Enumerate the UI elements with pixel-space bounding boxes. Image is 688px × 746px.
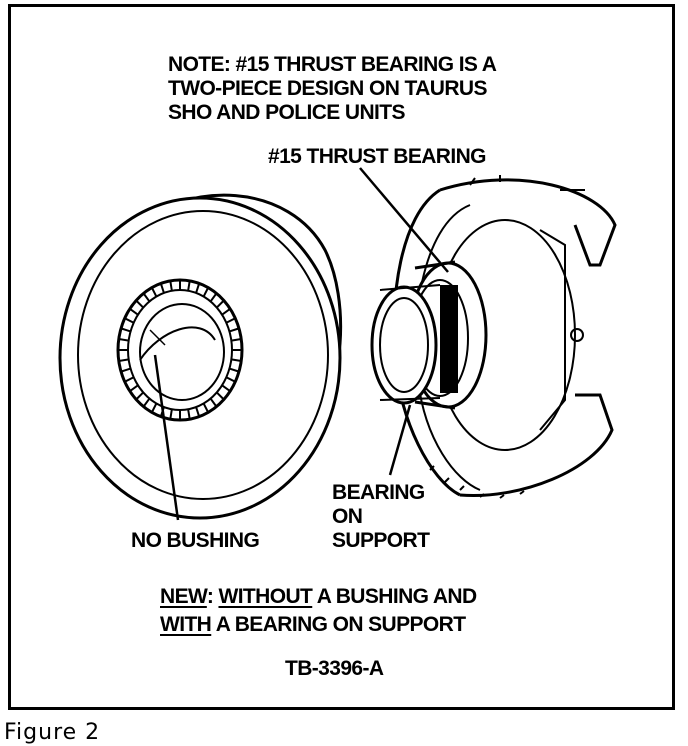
- spline-tooth: [221, 384, 231, 392]
- summary-line-1: NEW: WITHOUT A BUSHING AND: [160, 584, 477, 610]
- spline-tooth: [231, 338, 242, 342]
- splined-hub: [116, 278, 244, 422]
- leader-lines: [153, 167, 449, 521]
- spline-tooth: [150, 403, 158, 413]
- no-bushing-leader: [153, 354, 180, 521]
- part-number: TB-3396-A: [285, 657, 384, 680]
- spline-tooth: [187, 280, 191, 291]
- spline-tooth: [216, 299, 225, 309]
- spline-tooth: [124, 376, 135, 383]
- spline-tooth: [135, 391, 144, 401]
- spline-tooth: [169, 409, 173, 420]
- note-line-3: SHO AND POLICE UNITS: [168, 101, 406, 124]
- spline-tooth: [216, 391, 225, 401]
- spline-tooth: [169, 280, 173, 291]
- spline-tooth: [225, 376, 236, 383]
- summary-rest-2: A BEARING ON SUPPORT: [211, 613, 466, 636]
- no-bushing-label: NO BUSHING: [131, 529, 260, 552]
- pump-support-component: [370, 175, 617, 499]
- spline-tooth: [229, 367, 240, 373]
- spline-tooth: [142, 292, 151, 303]
- note-line-2: TWO-PIECE DESIGN ON TAURUS: [168, 77, 487, 100]
- new-keyword: NEW: [160, 585, 207, 608]
- left-drum-component: [58, 193, 343, 520]
- summary-separator: :: [206, 585, 219, 608]
- note-line-1: NOTE: #15 THRUST BEARING IS A: [168, 53, 497, 76]
- spline-tooth: [118, 358, 129, 362]
- spline-tooth: [124, 317, 135, 324]
- spline-tooth: [195, 283, 201, 294]
- spline-tooth: [150, 287, 158, 297]
- spline-tooth: [209, 397, 218, 408]
- thrust-bearing-leader: [359, 167, 449, 273]
- spline-tooth: [120, 367, 131, 373]
- summary-line-2: WITH A BEARING ON SUPPORT: [160, 612, 466, 638]
- bearing-label-line-2: ON: [332, 505, 363, 528]
- spline-tooth: [202, 403, 210, 413]
- spline-tooth: [187, 409, 191, 420]
- spline-tooth: [118, 338, 129, 342]
- spline-tooth: [225, 317, 236, 324]
- summary-rest-1: A BUSHING AND: [312, 585, 477, 608]
- bearing-label-line-1: BEARING: [332, 481, 425, 504]
- without-keyword: WITHOUT: [218, 585, 313, 608]
- spline-tooth: [129, 308, 139, 316]
- spline-tooth: [209, 292, 218, 303]
- figure-caption: Figure 2: [4, 720, 101, 745]
- spline-tooth: [231, 358, 242, 362]
- spline-tooth: [221, 308, 231, 316]
- with-keyword: WITH: [160, 613, 212, 636]
- spline-tooth: [135, 299, 144, 309]
- bearing-label-line-3: SUPPORT: [332, 529, 430, 552]
- spline-tooth: [195, 406, 201, 417]
- spline-tooth: [202, 287, 210, 297]
- spline-tooth: [159, 283, 165, 294]
- bearing-support-leader: [388, 404, 412, 476]
- spline-tooth: [120, 327, 131, 333]
- spline-tooth: [142, 397, 151, 408]
- spline-tooth: [129, 384, 139, 392]
- thrust-bearing-label: #15 THRUST BEARING: [268, 145, 487, 168]
- spline-tooth: [229, 327, 240, 333]
